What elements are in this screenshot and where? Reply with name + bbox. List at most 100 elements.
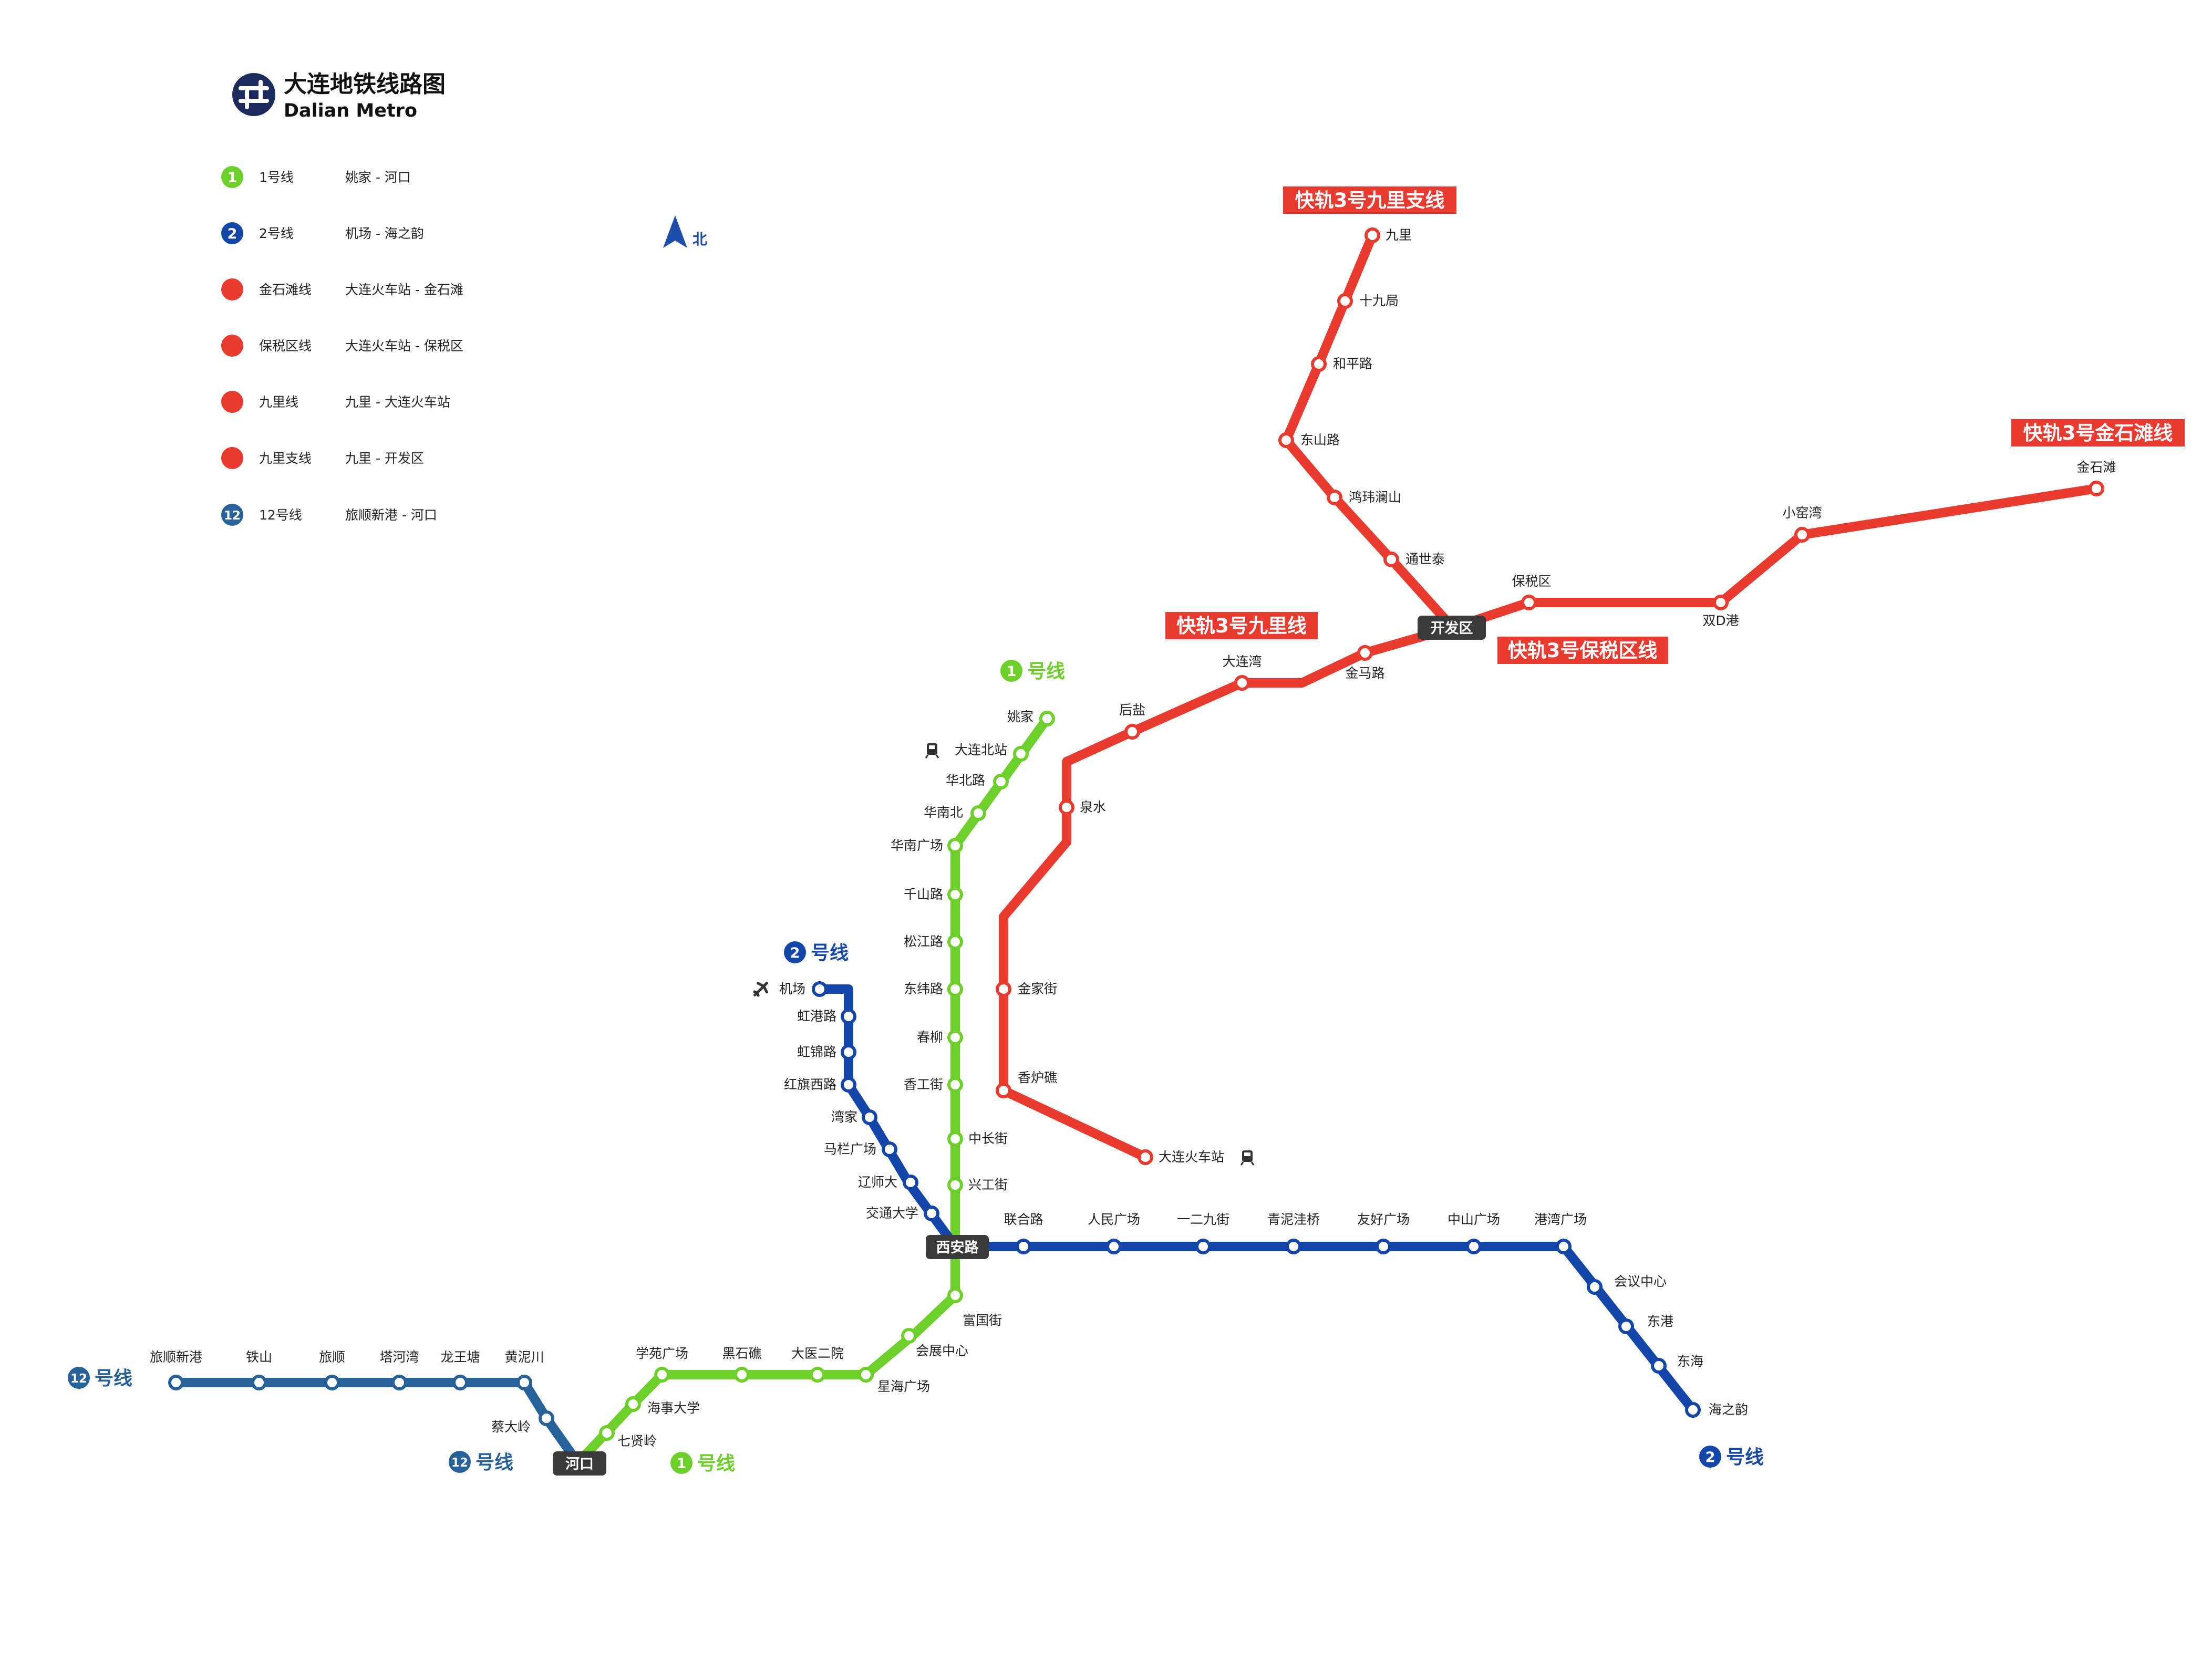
line-tag-text: 快轨3号保税区线 (1508, 639, 1658, 662)
station-dot[interactable] (947, 1030, 963, 1045)
station-label: 香工街 (904, 1077, 943, 1092)
station-label: 机场 (779, 981, 805, 996)
station-dot[interactable] (1466, 1239, 1482, 1254)
line-badge: 12 (70, 1372, 87, 1386)
express-baoshui-tag[interactable]: 快轨3号保税区线 (1497, 637, 1668, 664)
station-dot[interactable] (903, 1175, 918, 1190)
legend-line-route: 九里 - 开发区 (345, 451, 424, 466)
station-label: 青泥洼桥 (1267, 1212, 1320, 1227)
station-dot[interactable] (810, 1367, 825, 1383)
station-label: 一二九街 (1177, 1212, 1229, 1227)
station-dot[interactable] (1337, 293, 1353, 309)
station-dot[interactable] (1794, 527, 1810, 543)
station-dot[interactable] (993, 774, 1009, 790)
station-dot[interactable] (947, 1077, 963, 1093)
station-dot[interactable] (1357, 645, 1373, 661)
station-dot[interactable] (1234, 675, 1250, 691)
station-dot[interactable] (947, 934, 963, 950)
station-dot[interactable] (1311, 356, 1327, 372)
station-dot[interactable] (812, 981, 828, 997)
station-dot[interactable] (452, 1375, 468, 1390)
station-dot[interactable] (625, 1396, 641, 1412)
station-dot[interactable] (901, 1328, 917, 1344)
station-dot[interactable] (516, 1375, 532, 1390)
station-dot[interactable] (654, 1367, 670, 1383)
station-dot[interactable] (841, 1009, 856, 1024)
hub-hekou[interactable]: 河口 (553, 1451, 606, 1476)
station-dot[interactable] (947, 1177, 963, 1193)
station-dot[interactable] (1195, 1239, 1211, 1254)
station-dot[interactable] (1327, 490, 1342, 505)
line12-tag-bottom[interactable]: 12 号线 (449, 1451, 513, 1473)
station-dot[interactable] (841, 1044, 856, 1060)
line12-tag-left[interactable]: 12 号线 (68, 1367, 132, 1389)
line-badge: 2 (790, 945, 800, 961)
station-dot[interactable] (947, 1131, 963, 1147)
station-dot[interactable] (882, 1141, 897, 1157)
station-dot[interactable] (324, 1375, 340, 1390)
station-dot[interactable] (1138, 1149, 1153, 1165)
station-dot[interactable] (1618, 1318, 1634, 1334)
station-dot[interactable] (947, 887, 963, 902)
station-dot[interactable] (1059, 799, 1074, 815)
station-dot[interactable] (1365, 227, 1380, 243)
legend-row-line2: 2 2号线 机场 - 海之韵 (221, 222, 424, 244)
station-dot[interactable] (947, 838, 963, 854)
express-jiuli-tag[interactable]: 快轨3号九里线 (1165, 612, 1318, 639)
station-dot[interactable] (862, 1109, 877, 1125)
station-dot[interactable] (1278, 432, 1294, 448)
line2-tag-top[interactable]: 2 号线 (784, 941, 849, 964)
station-label: 华南北 (924, 805, 963, 820)
station-dot[interactable] (1685, 1402, 1701, 1418)
station-dot[interactable] (1587, 1279, 1603, 1295)
hub-kaifaqu[interactable]: 开发区 (1418, 616, 1486, 640)
line-tag-text: 号线 (476, 1452, 513, 1473)
station-dot[interactable] (1651, 1358, 1667, 1374)
station-dot[interactable] (1376, 1239, 1391, 1254)
station-dot[interactable] (1016, 1239, 1031, 1254)
legend-badge: 1 (228, 170, 237, 186)
station-markers (168, 227, 2104, 1441)
station-dot[interactable] (1286, 1239, 1301, 1254)
express-jiuli-branch-tag[interactable]: 快轨3号九里支线 (1283, 186, 1456, 214)
station-dot[interactable] (1556, 1239, 1572, 1254)
station-label: 中长街 (968, 1131, 1008, 1146)
station-dot[interactable] (1124, 724, 1140, 740)
station-dot[interactable] (996, 1083, 1011, 1098)
station-dot[interactable] (996, 981, 1011, 997)
express-branch-labels: 九里 十九局 和平路 东山路 鸿玮澜山 通世泰 (1300, 227, 1445, 567)
station-dot[interactable] (841, 1077, 856, 1093)
station-label: 东山路 (1300, 432, 1340, 448)
station-dot[interactable] (168, 1375, 184, 1390)
line1-tag-top[interactable]: 1 号线 (1000, 660, 1065, 682)
dalian-metro-logo-icon (232, 73, 275, 116)
station-dot[interactable] (1713, 595, 1729, 610)
line2-tag-bottom[interactable]: 2 号线 (1699, 1446, 1764, 1468)
station-dot[interactable] (2089, 481, 2104, 496)
station-label: 香炉礁 (1018, 1070, 1057, 1085)
station-dot[interactable] (1106, 1239, 1122, 1254)
map-subtitle: Dalian Metro (284, 100, 417, 121)
hub-xianlu[interactable]: 西安路 (926, 1235, 989, 1259)
station-label: 华北路 (946, 773, 985, 788)
line-tag-text: 号线 (95, 1368, 132, 1389)
station-dot[interactable] (391, 1375, 407, 1390)
station-dot[interactable] (1039, 711, 1055, 726)
station-dot[interactable] (947, 1287, 963, 1303)
line-badge: 1 (677, 1456, 687, 1472)
station-dot[interactable] (1013, 746, 1029, 762)
station-dot[interactable] (924, 1206, 939, 1221)
station-dot[interactable] (599, 1425, 615, 1441)
station-dot[interactable] (251, 1375, 267, 1390)
station-dot[interactable] (734, 1367, 750, 1383)
legend-line-name: 九里支线 (259, 451, 312, 466)
station-dot[interactable] (970, 805, 986, 821)
station-dot[interactable] (539, 1410, 554, 1426)
station-dot[interactable] (947, 981, 963, 997)
station-dot[interactable] (1521, 595, 1537, 610)
line1-tag-bottom[interactable]: 1 号线 (670, 1452, 735, 1474)
express-jinshitan-tag[interactable]: 快轨3号金石滩线 (2011, 419, 2185, 446)
station-dot[interactable] (858, 1367, 874, 1383)
station-dot[interactable] (1383, 552, 1399, 567)
hub-label: 开发区 (1431, 620, 1473, 637)
